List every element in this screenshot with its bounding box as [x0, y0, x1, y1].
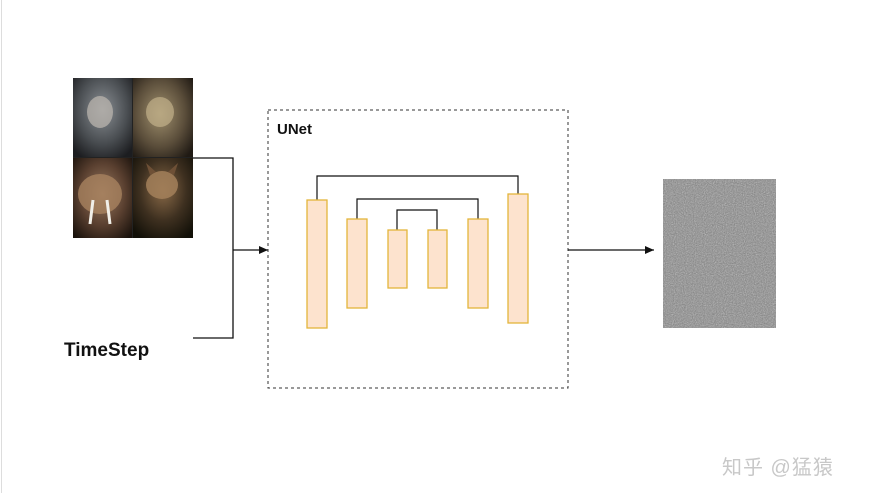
unet-title: UNet: [277, 121, 313, 138]
watermark: 知乎 @猛猿: [722, 457, 834, 479]
skip-connection-inner: [396, 209, 438, 230]
unet-blocks: [306, 193, 529, 329]
skip-connection-outer: [316, 175, 519, 200]
animal-photo-grid-icon: [73, 78, 193, 238]
timestep-to-unet-connector: [193, 250, 234, 339]
encoder-block-3: [387, 229, 408, 289]
decoder-block-2: [467, 218, 489, 309]
skip-connections: [316, 175, 519, 230]
image-to-unet-connector: [193, 157, 234, 250]
decoder-block-1: [427, 229, 448, 289]
decoder-block-3: [507, 193, 529, 324]
encoder-block-2: [346, 218, 368, 309]
skip-connection-middle: [356, 198, 479, 219]
unet-box: [267, 109, 569, 389]
timestep-label: TimeStep: [64, 340, 150, 361]
noise-image-icon: [663, 179, 776, 328]
encoder-block-1: [306, 199, 328, 329]
